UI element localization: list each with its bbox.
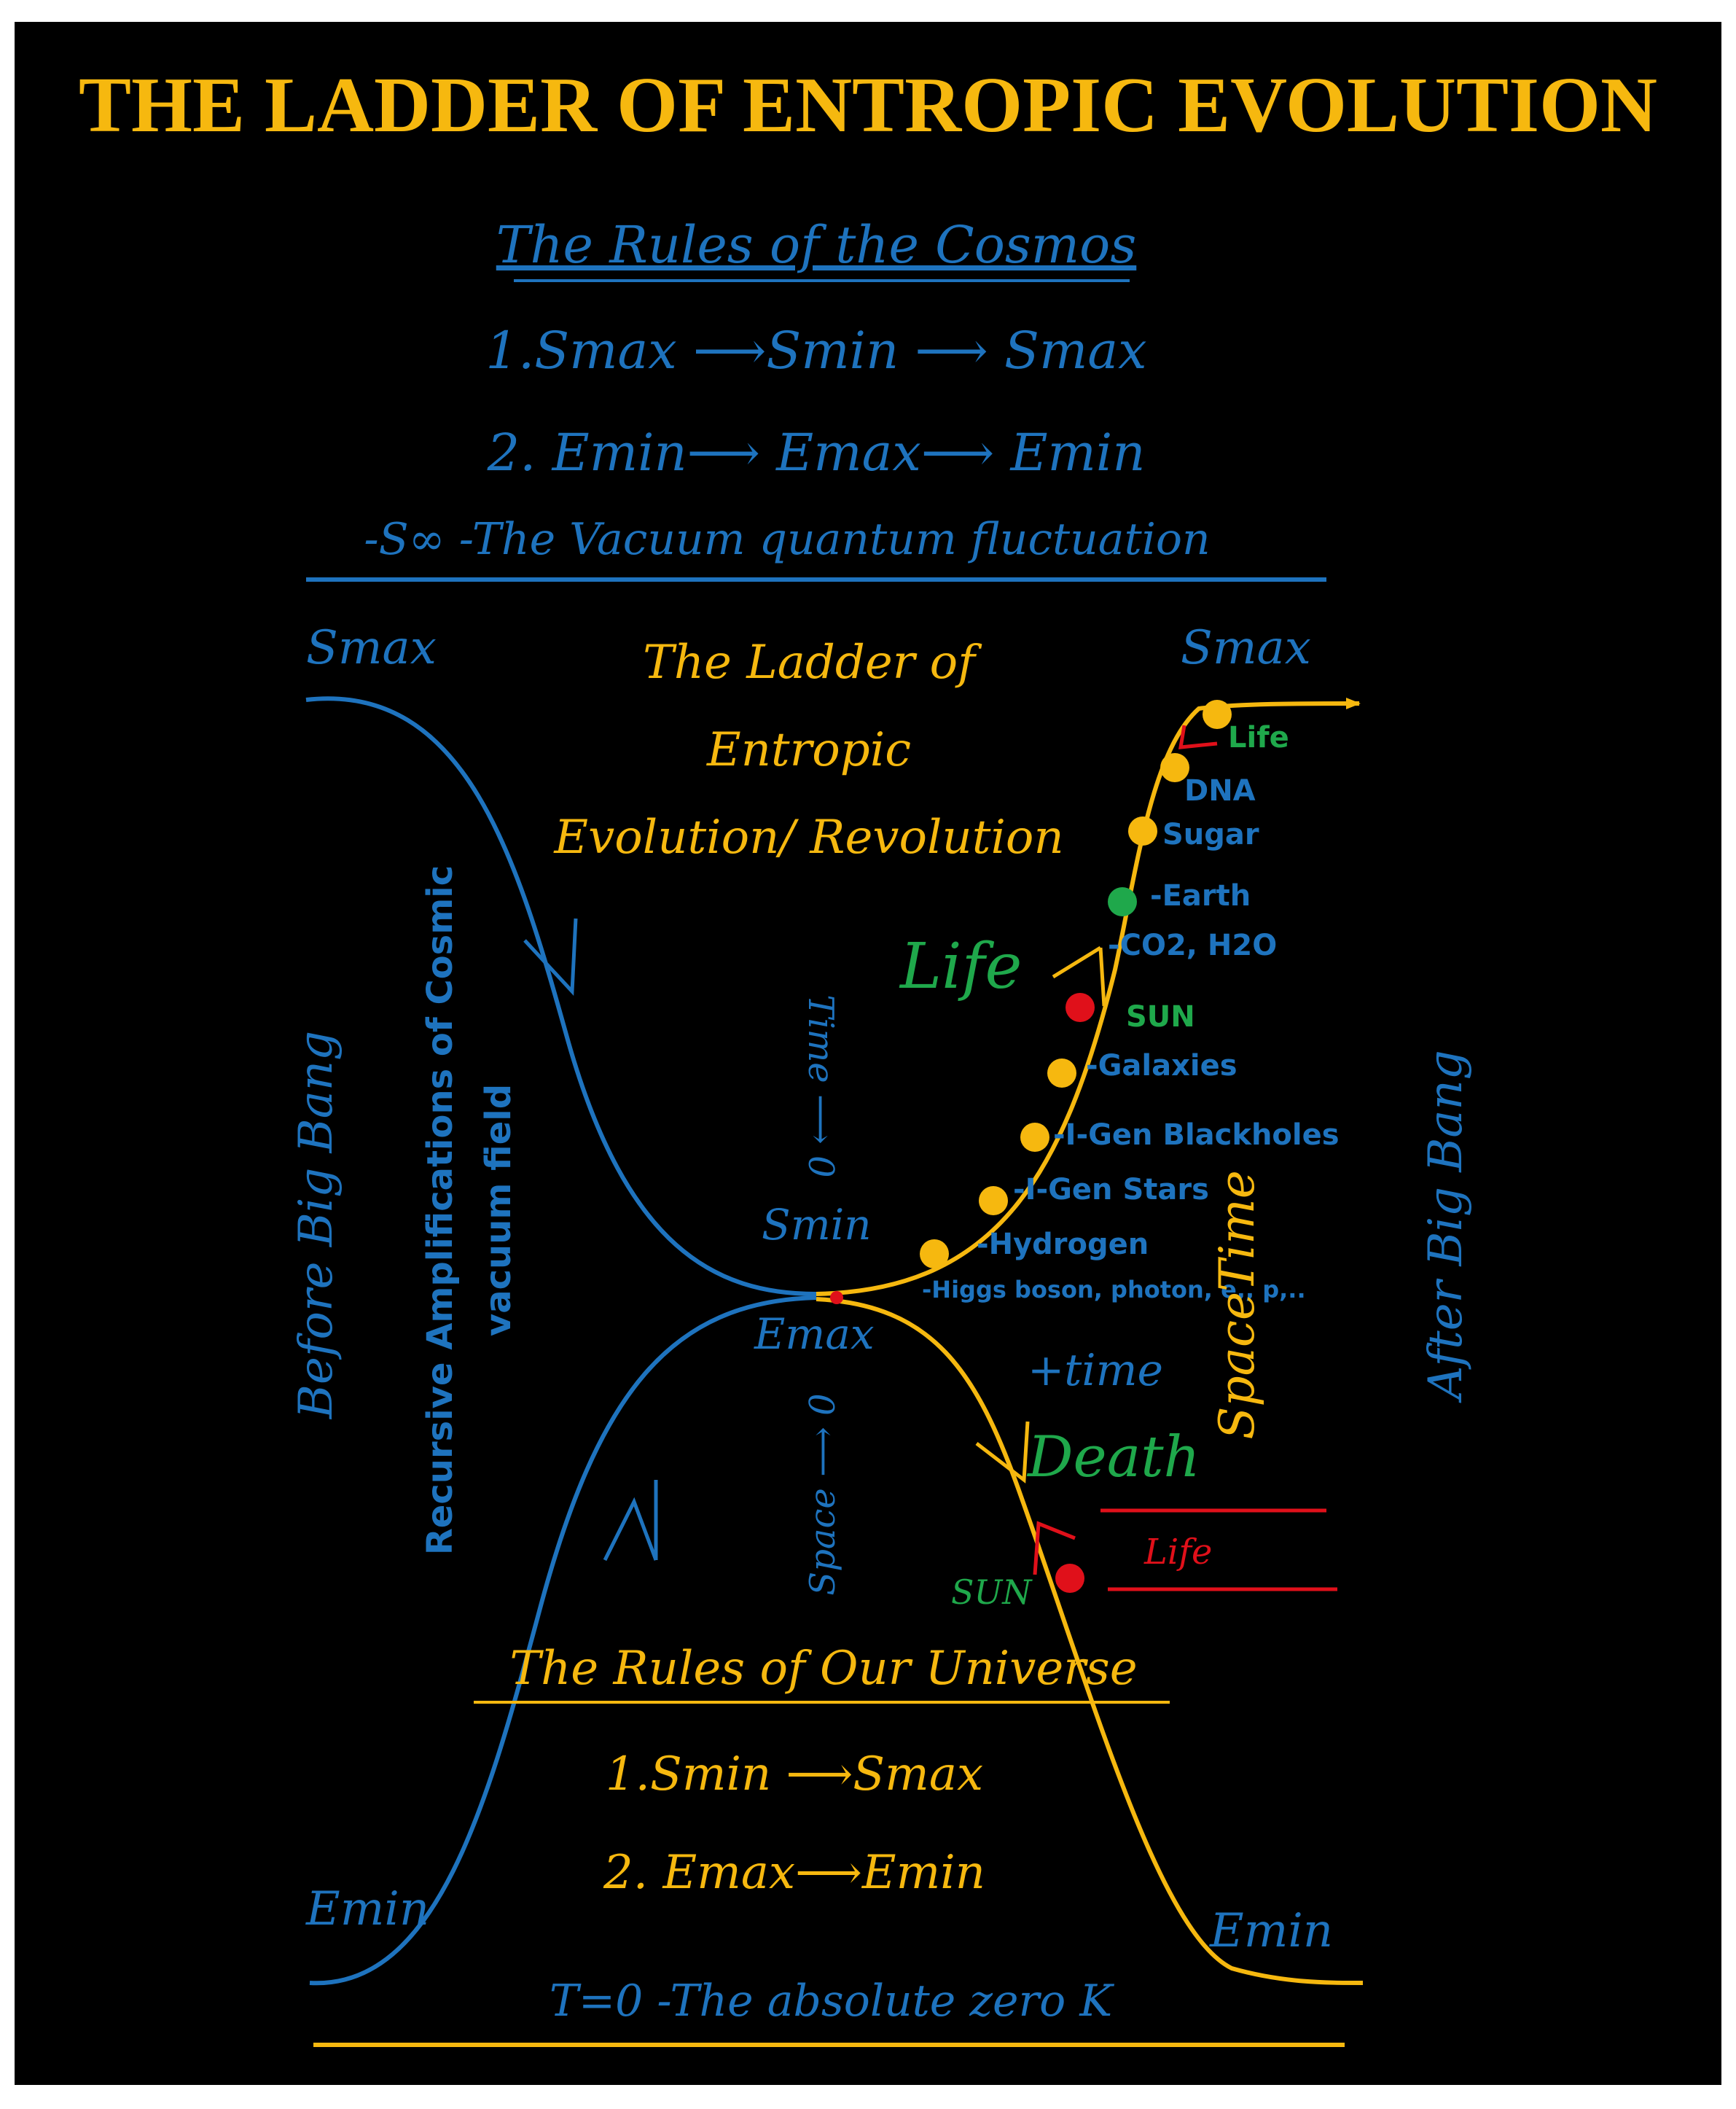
blue-upper-curve: [305, 696, 817, 1296]
vacuum-fluctuation-label: -S∞ -The Vacuum quantum fluctuation: [364, 514, 1210, 565]
lower-life-marker-icon: [1033, 1521, 1076, 1575]
life-marker-icon: [1178, 725, 1218, 749]
ladder-dot-dna: [1160, 753, 1189, 782]
label-smax-left: Smax: [306, 621, 437, 675]
life-label: Life: [899, 930, 1022, 1003]
center-title-line-1: The Ladder of: [643, 636, 982, 690]
time-arrow-label: Time ⟶ 0: [800, 994, 841, 1177]
gold-lower-curve: [816, 1297, 1364, 1985]
after-big-bang-label: After Big Bang: [1419, 1050, 1473, 1403]
before-big-bang-label: Before Big Bang: [289, 1031, 343, 1419]
label-emin-right: Emin: [1209, 1904, 1333, 1958]
blue-upper-arrow-icon: [523, 918, 578, 997]
cosmos-rules-heading: The Rules of the Cosmos: [496, 215, 1137, 275]
main-title: THE LADDER OF ENTROPIC EVOLUTION: [79, 62, 1657, 149]
ladder-dot-life: [1203, 700, 1232, 729]
ladder-label-dna: DNA: [1184, 774, 1256, 808]
label-smax-right: Smax: [1181, 621, 1311, 675]
blue-lower-arrow-icon: [603, 1497, 658, 1562]
junction-dot: [830, 1291, 843, 1304]
plus-time-label: +time: [1028, 1345, 1163, 1396]
diagram-canvas: THE LADDER OF ENTROPIC EVOLUTION The Rul…: [79, 62, 1657, 2047]
label-smin-center: Smin: [762, 1200, 872, 1250]
blue-lower-curve: [309, 1295, 817, 1986]
gold-upper-arrow-icon: [1052, 946, 1106, 1007]
spacetime-label: SpaceTime: [1209, 1170, 1265, 1440]
gold-lower-arrow-icon: [975, 1421, 1030, 1484]
recursive-label-line-1: Recursive Amplifications of Cosmic: [420, 865, 461, 1555]
absolute-zero-label: T=0 -The absolute zero K: [550, 1976, 1115, 2027]
ladder-label-co2: -CO2, H2O: [1108, 929, 1277, 962]
ladder-steps: -Higgs boson, photon, e,, p,.. -Hydrogen…: [920, 700, 1340, 1303]
cosmos-rule-2: 2. Emin⟶ Emax⟶ Emin: [487, 423, 1146, 483]
ladder-dot-earth: [1108, 887, 1137, 916]
lower-sun-label: SUN: [951, 1572, 1033, 1612]
ladder-label-blackholes: -I-Gen Blackholes: [1053, 1118, 1340, 1152]
ladder-label-hydrogen: -Hydrogen: [977, 1228, 1149, 1261]
ladder-label-stars: -I-Gen Stars: [1013, 1173, 1209, 1206]
ladder-label-sun: SUN: [1126, 1000, 1195, 1034]
center-title-line-2: Entropic: [706, 723, 911, 777]
ladder-label-sugar: Sugar: [1162, 818, 1259, 851]
ladder-dot-hydrogen: [920, 1239, 949, 1268]
ladder-dot-sun: [1066, 993, 1095, 1022]
ladder-dot-stars: [979, 1186, 1008, 1215]
lower-sun-dot: [1055, 1564, 1084, 1593]
ladder-dot-blackholes: [1020, 1123, 1049, 1152]
label-emin-left: Emin: [305, 1882, 429, 1936]
label-emax-center: Emax: [754, 1309, 875, 1359]
ladder-label-life: Life: [1228, 721, 1289, 755]
universe-rule-1: 1.Smin ⟶Smax: [606, 1747, 983, 1801]
ladder-label-earth: -Earth: [1150, 879, 1251, 913]
ladder-dot-galaxies: [1047, 1059, 1076, 1088]
center-title-line-3: Evolution/ Revolution: [553, 811, 1063, 865]
lower-life-label: Life: [1143, 1532, 1212, 1572]
ladder-label-galaxies: -Galaxies: [1086, 1049, 1238, 1083]
space-arrow-label: Space ⟶ 0: [802, 1393, 843, 1595]
universe-rule-2: 2. Emax⟶Emin: [603, 1846, 985, 1900]
ladder-label-higgs: -Higgs boson, photon, e,, p,..: [922, 1276, 1306, 1303]
cosmos-rule-1: 1.Smax ⟶Smin ⟶ Smax: [485, 321, 1146, 381]
ladder-dot-sugar: [1128, 816, 1157, 846]
diagram-board: THE LADDER OF ENTROPIC EVOLUTION The Rul…: [15, 22, 1721, 2085]
recursive-label-line-2: vacuum field: [478, 1084, 519, 1336]
death-label: Death: [1026, 1424, 1200, 1490]
universe-rules-heading: The Rules of Our Universe: [509, 1642, 1137, 1696]
